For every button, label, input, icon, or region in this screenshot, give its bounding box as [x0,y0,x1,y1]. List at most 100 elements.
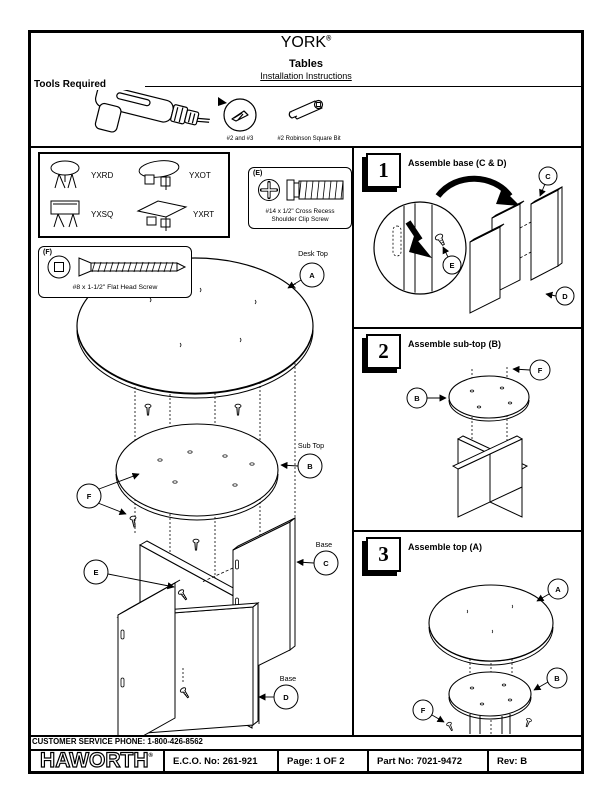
step-divider-1 [352,327,581,329]
hardware-f-tag: (F) [43,249,52,256]
sub-top-shape [115,423,279,521]
base-d-label: Base [280,674,296,683]
shoulder-clip-screw-icon [258,179,344,201]
page-border [28,30,584,774]
step-2-num-text: 2 [378,339,389,363]
hardware-e-line1: #14 x 1/2" Cross Recess [265,208,335,215]
model-yxot: YXOT [134,158,211,192]
customer-service-phone: CUSTOMER SERVICE PHONE: 1-800-426-8562 [32,737,203,746]
model-yxrd: YXRD [44,158,113,192]
model-yxrt: YXRT [134,196,214,232]
round-table-icon [50,160,80,189]
exploded-view-diagram: Desk Top A Sub Top B F E Base C Base D [76,249,339,735]
step-2-number: 2 [366,334,401,369]
model-code: YXOT [189,170,211,180]
step-1-illustration: E C D [373,166,575,314]
hardware-e-desc: #14 x 1/2" Cross Recess Shoulder Clip Sc… [249,208,351,223]
hardware-f-line1: #8 x 1-1/2" Flat Head Screw [72,284,158,291]
screw-e-shape [434,233,445,246]
part-number: Part No: 7021-9472 [369,751,489,771]
step-3-number: 3 [366,537,401,572]
step2-key-f: F [538,366,543,375]
model-code: YXRT [193,209,215,219]
footer-rule [28,735,581,737]
tools-illustration: #2 and #3 #2 Robinson Square Bit [94,90,341,142]
step3-subtop [448,671,532,720]
flat-head-screw-icon [47,255,187,279]
hardware-f-desc: #8 x 1-1/2" Flat Head Screw [39,284,191,292]
model-list-box: YXRD YXOT YXSQ YXRT [38,152,230,238]
step1-key-d: D [562,292,568,301]
callout-screw-f [76,472,140,515]
document-header: YORK® Tables Installation Instructions [0,34,612,81]
section-rule [28,146,581,148]
product-title: Tables [288,58,324,70]
desk-top-label: Desk Top [298,249,328,258]
sub-top-key: B [307,462,313,471]
step-1-number: 1 [366,153,401,188]
drill-icon [94,90,210,133]
eco-number: E.C.O. No: 261-921 [165,751,279,771]
step3-top [428,584,554,666]
hardware-e-line2: Shoulder Clip Screw [271,215,329,223]
haworth-logo: HAWORTH [39,749,149,772]
registered-mark: ® [326,35,332,43]
hardware-e-box: (E) #14 x 1/2" Cross Recess Shoulder Cli… [248,167,352,229]
sub-top-label: Sub Top [298,441,324,450]
page-number: Page: 1 OF 2 [279,751,369,771]
title-block: HAWORTH ® E.C.O. No: 261-921 Page: 1 OF … [28,749,581,772]
step3-key-a: A [555,585,561,594]
screw-f-key: F [87,492,92,501]
step1-key-e: E [449,261,454,270]
step-3-title: Assemble top (A) [408,542,483,552]
desk-top-key: A [309,271,315,280]
step-2-illustration: B F [406,359,551,518]
model-code: YXRD [91,170,114,180]
step2-subtop [448,375,530,422]
step1-key-c: C [545,172,551,181]
callout-sub-top [280,453,323,479]
base-c-key: C [323,559,329,568]
screw-e-key: E [93,568,98,577]
phillips-bits-icon [223,98,257,132]
rectangular-table-icon [136,200,188,231]
square-bit-label: #2 Robinson Square Bit [277,136,341,142]
model-code: YXSQ [91,209,114,219]
step3-key-b: B [554,674,560,683]
step1-panels [469,186,563,314]
oval-table-icon [138,160,180,190]
pointer-arrowhead [218,97,227,106]
callout-desk-top [287,262,325,289]
haworth-logo-cell: HAWORTH ® [28,749,165,772]
document-subtitle: Installation Instructions [260,71,352,81]
haworth-registered-mark: ® [148,753,153,759]
base-panel-d [116,579,260,735]
step-1-num-text: 1 [378,158,389,182]
brand-title: YORK® [0,34,612,52]
tools-required-title: Tools Required [34,79,107,90]
step2-key-b: B [414,394,420,403]
step-divider-2 [352,530,581,532]
step3-legs [469,714,511,734]
base-c-label: Base [316,540,332,549]
column-divider [352,146,354,736]
step-3-illustration: A B F [412,578,569,734]
brand-name: YORK [280,34,327,51]
step2-base [451,435,529,518]
revision: Rev: B [497,755,528,767]
step-2-title: Assemble sub-top (B) [408,339,502,349]
callout-screw-e [83,559,175,590]
callout-base-d [258,684,299,710]
hardware-e-tag: (E) [253,170,263,177]
step-1-title: Assemble base (C & D) [408,158,507,168]
step-3-num-text: 3 [378,542,389,566]
base-d-key: D [283,693,289,702]
tools-rule [145,86,581,87]
square-bit-icon [288,99,324,120]
bits-label: #2 and #3 [227,136,254,142]
model-yxsq: YXSQ [44,197,113,231]
callout-base-c [296,550,339,576]
step3-key-f: F [421,706,426,715]
square-table-icon [50,200,80,228]
